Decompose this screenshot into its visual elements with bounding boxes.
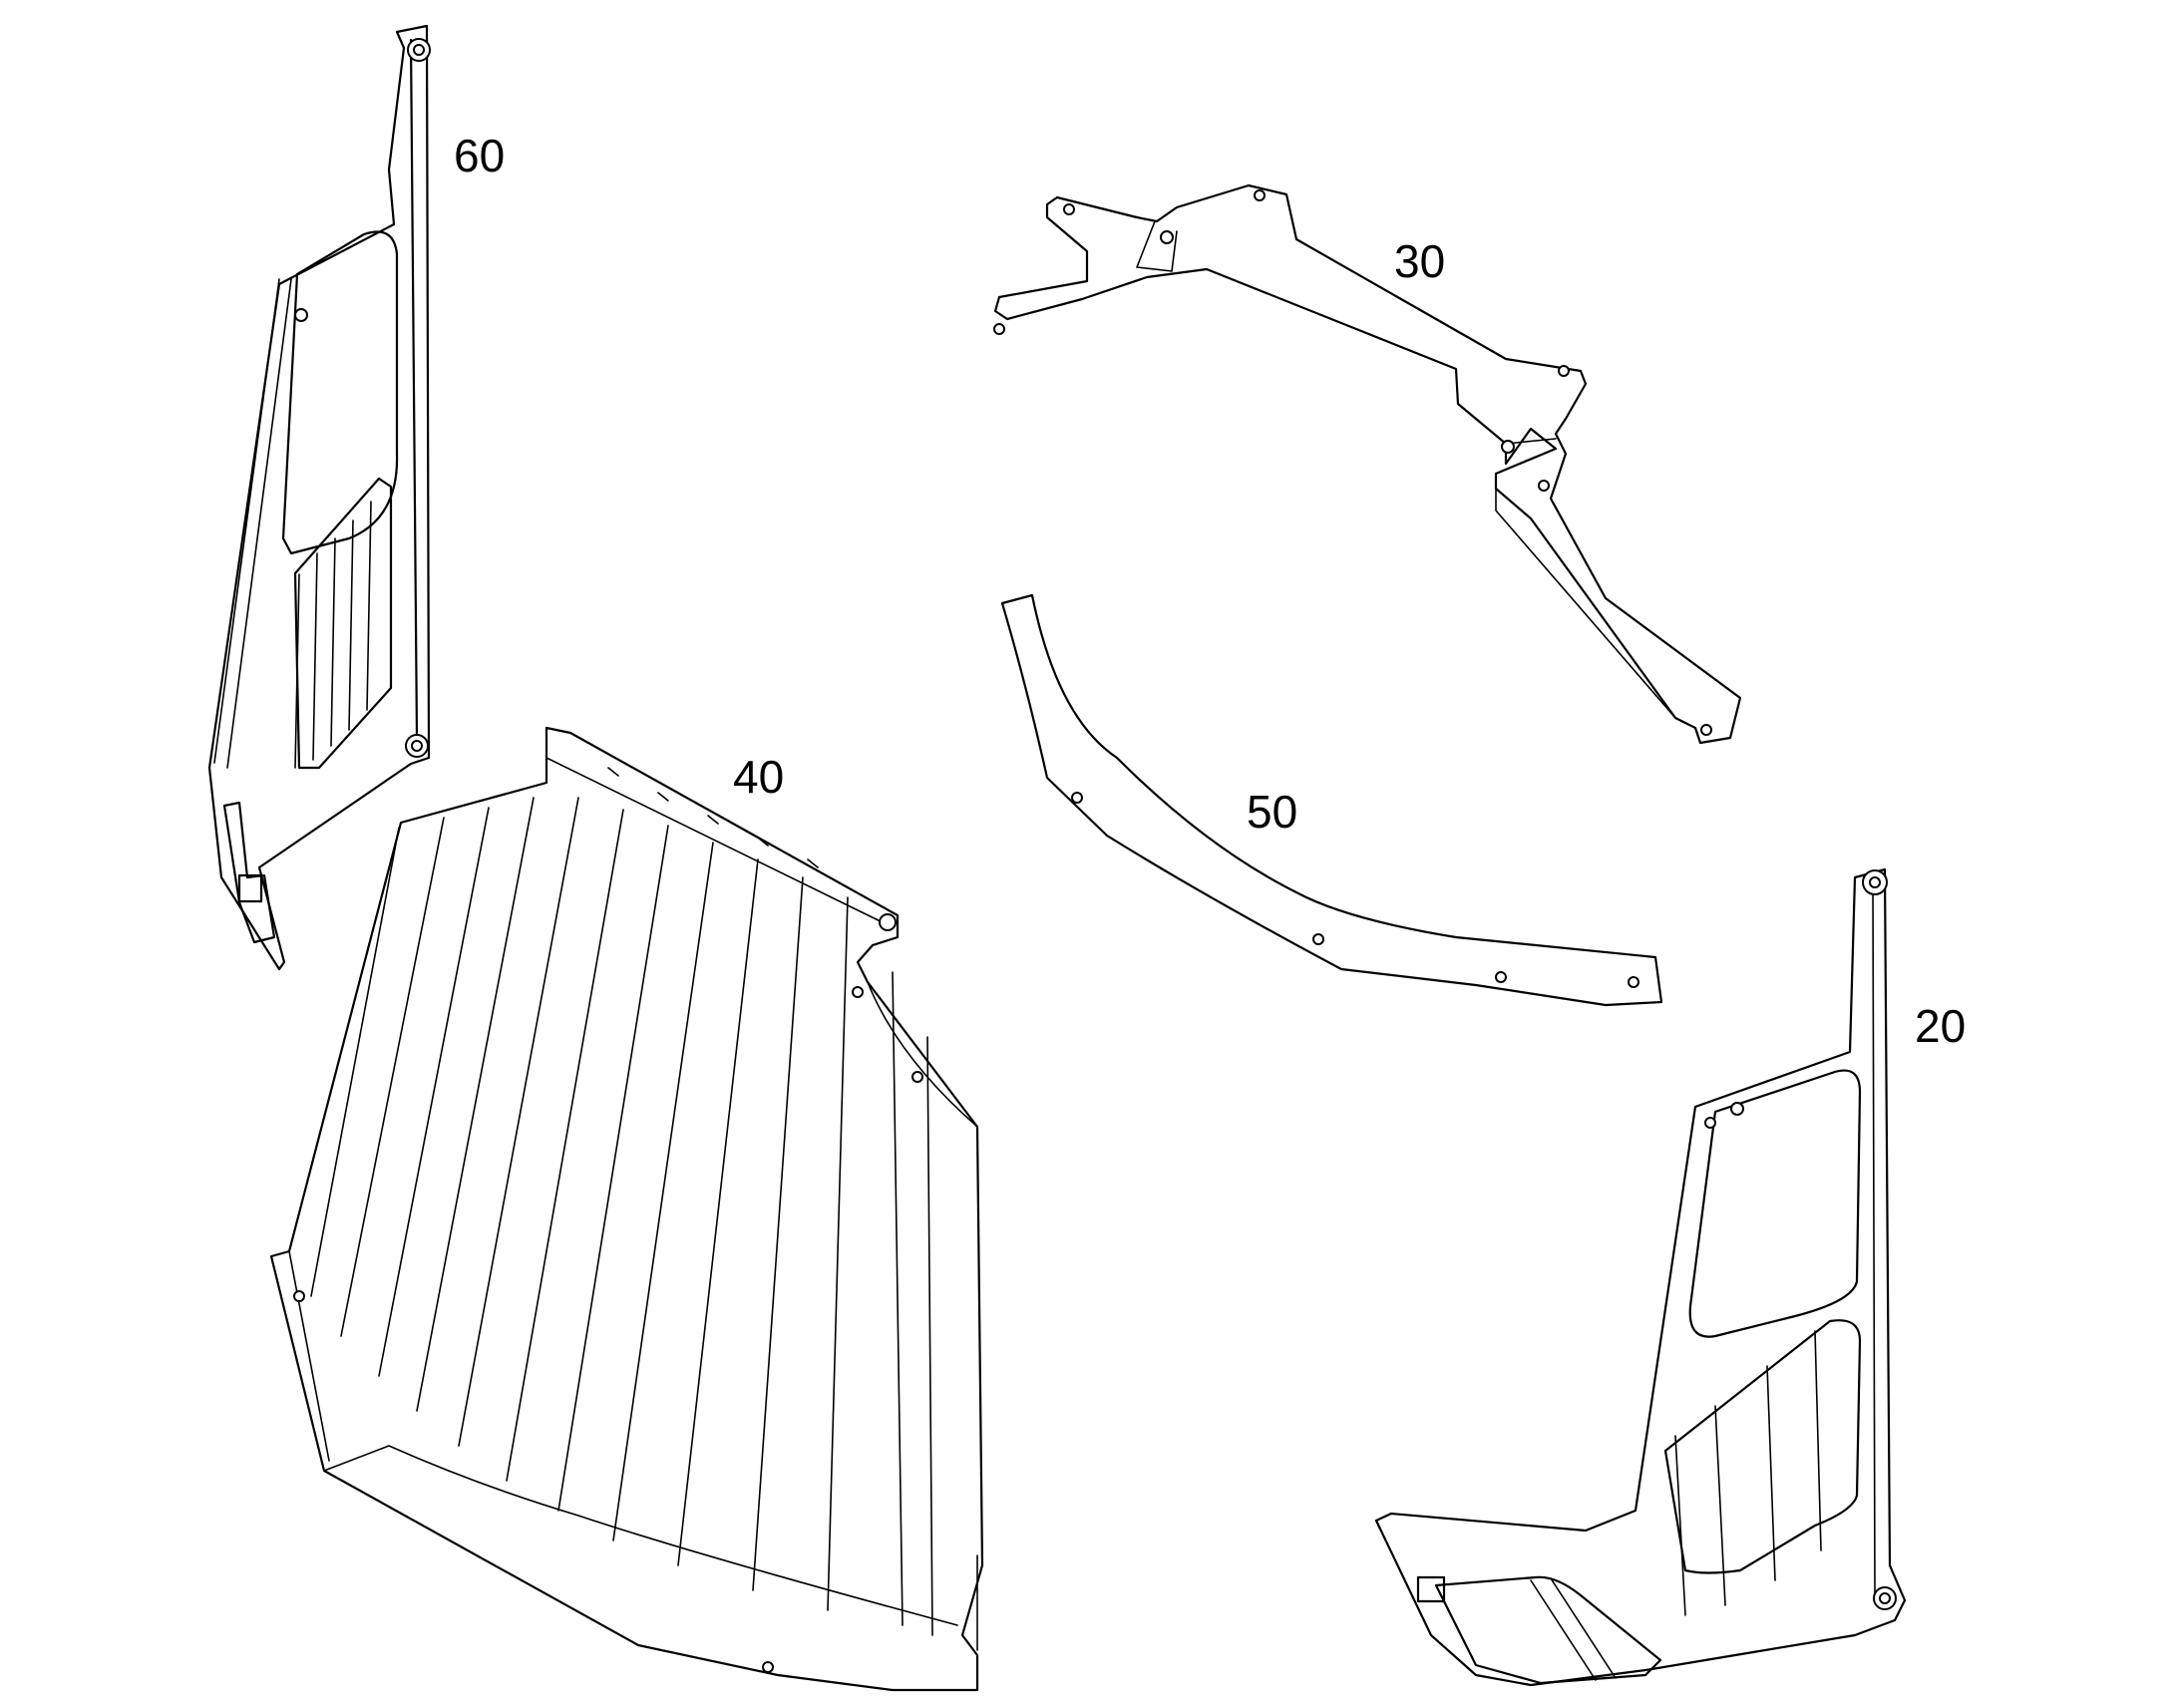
part-50-curved-strip bbox=[1000, 593, 1663, 1007]
part-30-bracket bbox=[993, 183, 1742, 745]
label-20: 20 bbox=[1915, 1000, 1966, 1052]
part-20-side-panel bbox=[1374, 867, 1907, 1687]
part-60-side-panel bbox=[207, 24, 431, 971]
label-50: 50 bbox=[1247, 786, 1297, 838]
label-40: 40 bbox=[733, 751, 784, 803]
label-60: 60 bbox=[454, 130, 505, 181]
label-30: 30 bbox=[1394, 235, 1445, 287]
part-40-louvered-panel bbox=[269, 726, 984, 1692]
